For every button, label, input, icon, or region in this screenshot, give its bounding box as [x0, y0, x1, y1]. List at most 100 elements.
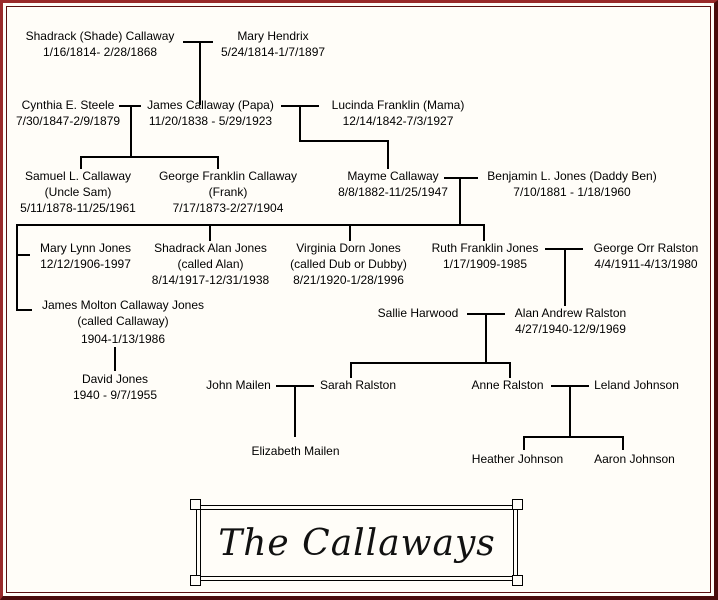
person-dates: 12/12/1906-1997 — [40, 257, 131, 271]
sibling-line-johnson — [523, 436, 623, 438]
person-name: James Molton Callaway Jones — [41, 298, 205, 312]
person-dates: 7/10/1881 - 1/18/1960 — [513, 185, 631, 199]
person-alias: (called Callaway) — [77, 314, 169, 328]
person-dates: 1/17/1909-1985 — [442, 257, 528, 271]
person-dates: 4/4/1911-4/13/1980 — [594, 257, 698, 271]
descent-line-alan-ralston — [564, 248, 566, 306]
stub-line-james-molton — [16, 309, 32, 311]
page-title: The Callaways — [218, 522, 496, 564]
person-name: Samuel L. Callaway — [24, 169, 132, 183]
person-name: Sarah Ralston — [319, 378, 397, 392]
descent-line-mayme — [299, 105, 301, 141]
person-name: Shadrack (Shade) Callaway — [25, 29, 175, 43]
person-name: Cynthia E. Steele — [21, 98, 115, 112]
drop-line-anne — [509, 362, 511, 378]
descent-line-david — [114, 347, 116, 371]
person-name: David Jones — [81, 372, 149, 386]
drop-line-mayme-horizontal — [299, 140, 388, 142]
person-dates: 4/27/1940-12/9/1969 — [515, 322, 626, 336]
person-name: Shadrack Alan Jones — [154, 241, 267, 255]
person-mary-lynn-jones: Mary Lynn Jones 12/12/1906-1997 — [28, 240, 143, 272]
person-alias: (Uncle Sam) — [44, 185, 112, 199]
person-name: Sallie Harwood — [377, 306, 459, 320]
person-dates: 7/30/1847-2/9/1879 — [15, 114, 121, 128]
person-name: George Franklin Callaway — [158, 169, 298, 183]
descent-line-elizabeth — [294, 385, 296, 437]
descent-line-james — [199, 41, 201, 105]
person-dates: 1940 - 9/7/1955 — [72, 388, 158, 402]
person-alan-ralston: Alan Andrew Ralston 4/27/1940-12/9/1969 — [503, 305, 638, 337]
drop-line-virginia — [349, 224, 351, 241]
person-alias: (Frank) — [208, 185, 248, 199]
person-sarah-ralston: Sarah Ralston — [313, 377, 403, 393]
sibling-line-samuel-george — [80, 156, 218, 158]
person-dates: 8/14/1917-12/31/1938 — [151, 273, 270, 287]
person-name: Mayme Callaway — [347, 169, 439, 183]
plaque-corner-top-left — [190, 499, 201, 510]
drop-line-ruth — [483, 224, 485, 241]
person-ruth-jones: Ruth Franklin Jones 1/17/1909-1985 — [420, 240, 550, 272]
person-dates: 8/21/1920-1/28/1996 — [293, 273, 404, 287]
frame-inner-border — [6, 6, 711, 593]
person-name: Ruth Franklin Jones — [431, 241, 539, 255]
descent-line-ralston-children — [485, 313, 487, 363]
person-dates: 11/20/1838 - 5/29/1923 — [148, 114, 273, 128]
person-name: Mary Hendrix — [237, 29, 309, 43]
descent-line-johnson-children — [569, 385, 571, 437]
person-sallie-harwood: Sallie Harwood — [368, 305, 468, 321]
person-name: Elizabeth Mailen — [251, 444, 340, 458]
person-aaron-johnson: Aaron Johnson — [587, 451, 682, 467]
person-name: Leland Johnson — [594, 378, 679, 392]
title-plaque: The Callaways — [196, 505, 518, 581]
person-leland-johnson: Leland Johnson — [589, 377, 684, 393]
person-name: Anne Ralston — [471, 378, 544, 392]
person-george-callaway: George Franklin Callaway (Frank) 7/17/18… — [148, 168, 308, 216]
title-plaque-inner: The Callaways — [200, 509, 514, 577]
person-virginia-jones: Virginia Dorn Jones (called Dub or Dubby… — [281, 240, 416, 288]
person-dates: 1/16/1814- 2/28/1868 — [42, 45, 158, 59]
person-john-mailen: John Mailen — [201, 377, 276, 393]
person-name: Mary Lynn Jones — [40, 241, 131, 255]
drop-line-sarah — [350, 362, 352, 378]
plaque-corner-bottom-left — [190, 575, 201, 586]
drop-line-shadrack-alan — [209, 224, 211, 241]
person-name: Aaron Johnson — [594, 452, 675, 466]
person-cynthia-steele: Cynthia E. Steele 7/30/1847-2/9/1879 — [8, 97, 128, 129]
person-elizabeth-mailen: Elizabeth Mailen — [243, 443, 348, 459]
person-name: John Mailen — [206, 378, 271, 392]
person-heather-johnson: Heather Johnson — [465, 451, 570, 467]
person-dates: 5/11/1878-11/25/1961 — [20, 201, 136, 215]
person-dates: 5/24/1814-1/7/1897 — [220, 45, 326, 59]
person-shadrack-callaway: Shadrack (Shade) Callaway 1/16/1814- 2/2… — [15, 28, 185, 60]
person-anne-ralston: Anne Ralston — [465, 377, 550, 393]
person-benjamin-jones: Benjamin L. Jones (Daddy Ben) 7/10/1881 … — [477, 168, 667, 200]
person-alias: (called Alan) — [177, 257, 244, 271]
descent-line-cynthia-children — [130, 105, 132, 157]
drop-line-mary-lynn — [16, 224, 18, 310]
person-name: Lucinda Franklin (Mama) — [331, 98, 465, 112]
person-name: Alan Andrew Ralston — [514, 306, 627, 320]
sibling-line-jones — [16, 224, 484, 226]
person-name: James Callaway (Papa) — [147, 98, 274, 112]
stub-line-mary-lynn — [16, 254, 30, 256]
drop-line-heather — [523, 436, 525, 450]
person-mayme-callaway: Mayme Callaway 8/8/1882-11/25/1947 — [323, 168, 463, 200]
person-george-ralston: George Orr Ralston 4/4/1911-4/13/1980 — [581, 240, 711, 272]
person-alias: (called Dub or Dubby) — [290, 257, 407, 271]
person-name: Benjamin L. Jones (Daddy Ben) — [487, 169, 657, 183]
person-mary-hendrix: Mary Hendrix 5/24/1814-1/7/1897 — [208, 28, 338, 60]
plaque-corner-bottom-right — [512, 575, 523, 586]
plaque-corner-top-right — [512, 499, 523, 510]
marriage-line-mayme-benjamin — [444, 177, 478, 179]
sibling-line-ralston — [350, 362, 510, 364]
person-name: Heather Johnson — [471, 452, 564, 466]
person-name: George Orr Ralston — [593, 241, 699, 255]
person-shadrack-alan-jones: Shadrack Alan Jones (called Alan) 8/14/1… — [143, 240, 278, 288]
person-dates: 8/8/1882-11/25/1947 — [338, 185, 448, 199]
descent-line-jones-children — [459, 177, 461, 225]
person-name: Virginia Dorn Jones — [296, 241, 401, 255]
person-lucinda-franklin: Lucinda Franklin (Mama) 12/14/1842-7/3/1… — [318, 97, 478, 129]
person-james-molton-jones: James Molton Callaway Jones (called Call… — [28, 297, 218, 329]
person-david-jones: David Jones 1940 - 9/7/1955 — [60, 371, 170, 403]
